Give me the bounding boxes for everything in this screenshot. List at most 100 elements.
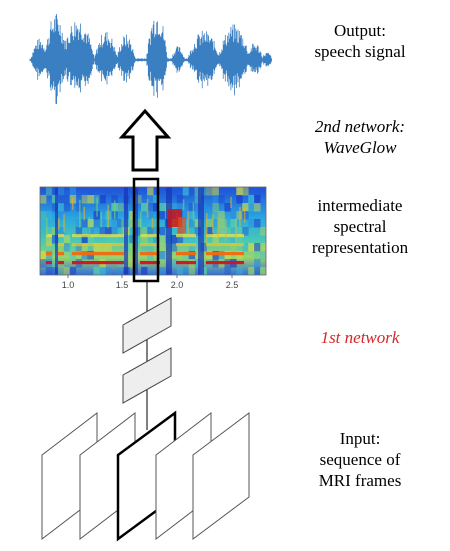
spectrogram-cell [212, 219, 219, 228]
spectrogram-cell [158, 243, 166, 252]
spectrogram-cell [87, 195, 94, 204]
spectrogram-cell [141, 267, 148, 275]
spectrogram-harmonic [72, 243, 124, 247]
spectrogram-streak [58, 218, 60, 230]
spectrogram-cell [236, 195, 243, 204]
spectrogram-cell [236, 267, 243, 275]
spectrogram-cell [57, 243, 65, 252]
spectrogram-cell [129, 211, 136, 220]
spectrogram-cell [254, 187, 261, 196]
spectrogram-cell [176, 203, 184, 212]
spectrogram-cell [182, 211, 190, 220]
spectrogram-streak [151, 217, 154, 229]
spectrogram-gap [134, 187, 138, 275]
spectrogram-cell [45, 251, 53, 260]
spectrogram-cell [69, 267, 77, 275]
spectrogram-cell [63, 235, 71, 244]
spectrogram-harmonic [140, 234, 160, 238]
spectrogram-cell [81, 195, 88, 204]
spectrogram-cell [170, 203, 178, 212]
network-layer-top [122, 297, 172, 354]
spectrogram-cell [99, 243, 106, 252]
spectrogram-streak [79, 200, 81, 228]
spectrogram-cell [206, 227, 213, 236]
spectrogram-cell [45, 227, 53, 236]
spectrogram-cell [158, 227, 166, 236]
spectrogram-cell [57, 195, 65, 204]
spectrogram-gap [55, 187, 58, 275]
network-layer-bottom [122, 347, 172, 404]
spectrogram-harmonic [176, 234, 196, 238]
spectrogram-cell [63, 267, 71, 275]
spectrogram-cell [260, 227, 266, 236]
spectrogram-cell [99, 219, 106, 228]
spectrogram-streak [63, 214, 65, 232]
spectrogram-cell [40, 195, 47, 204]
spectrogram-streak [206, 213, 208, 243]
spectrogram-streak [230, 196, 232, 208]
spectrogram-cell [158, 259, 166, 268]
spectrogram-harmonic [72, 234, 124, 238]
spectrogram-cell [218, 219, 225, 228]
spectrogram-cell [182, 251, 190, 260]
spectrogram-cell [57, 203, 65, 212]
spectrogram-cell [111, 227, 118, 236]
spectrogram-cell [153, 235, 160, 244]
spectrogram-cell [170, 187, 178, 196]
spectrogram-cell [188, 267, 196, 275]
spectrogram-cell [212, 251, 219, 260]
spectrogram-streak [239, 207, 241, 227]
spectrogram-cell [236, 243, 243, 252]
spectrogram-cell [242, 243, 249, 252]
spectrogram-window [132, 177, 160, 283]
spectrogram-cell [117, 203, 124, 212]
spectrogram-gap [166, 187, 172, 275]
spectrogram-cell [111, 235, 118, 244]
spectrogram-cell [230, 243, 237, 252]
spectrogram-cell [176, 251, 184, 260]
spectrogram-cell [147, 251, 154, 260]
spectrogram-harmonic [46, 252, 52, 256]
spectrogram-streak [114, 200, 116, 219]
spectrogram-cell [87, 235, 94, 244]
spectrogram-cell [188, 219, 196, 228]
spectrogram-cell [248, 203, 255, 212]
spectrogram-cell [147, 227, 154, 236]
spectrogram-cell [218, 211, 225, 220]
spectrogram-cell [147, 195, 154, 204]
spectrogram-cell [194, 187, 201, 196]
spectrogram-cell [69, 187, 77, 196]
spectrogram-cell [212, 203, 219, 212]
spectrogram-cell [40, 259, 47, 268]
spectrogram-cell [242, 203, 249, 212]
spectrogram-cell [194, 259, 201, 268]
spectrogram-cell [141, 243, 148, 252]
spectrogram-harmonic [176, 261, 196, 265]
spectrogram-streak [225, 219, 227, 241]
spectrogram-cell [63, 243, 71, 252]
spectrogram-cell [182, 187, 190, 196]
spectrogram-cell [105, 227, 112, 236]
spectrogram-cell [99, 267, 106, 275]
spectrogram-cell [135, 195, 142, 204]
spectrogram-cell [206, 251, 213, 260]
spectrogram-cell [93, 219, 100, 228]
spectrogram-cell [135, 219, 142, 228]
spectrogram-cell [99, 227, 106, 236]
spectrogram-cell [75, 243, 83, 252]
spectrogram-cell [87, 219, 94, 228]
spectrogram-cell [248, 243, 255, 252]
spectrogram-cell [129, 219, 136, 228]
spectrogram-cell [158, 211, 166, 220]
spectrogram-cell [230, 235, 237, 244]
spectrogram-harmonic [206, 252, 244, 256]
spectrogram-harmonic [58, 234, 64, 238]
spectrogram-cell [147, 243, 154, 252]
spectrogram-harmonic [58, 243, 64, 247]
spectrogram-cell [129, 243, 136, 252]
spectrogram-cell [153, 195, 160, 204]
spectrogram-cell [63, 203, 71, 212]
spectrogram-cell [188, 187, 196, 196]
spectrogram-harmonic [72, 252, 124, 256]
